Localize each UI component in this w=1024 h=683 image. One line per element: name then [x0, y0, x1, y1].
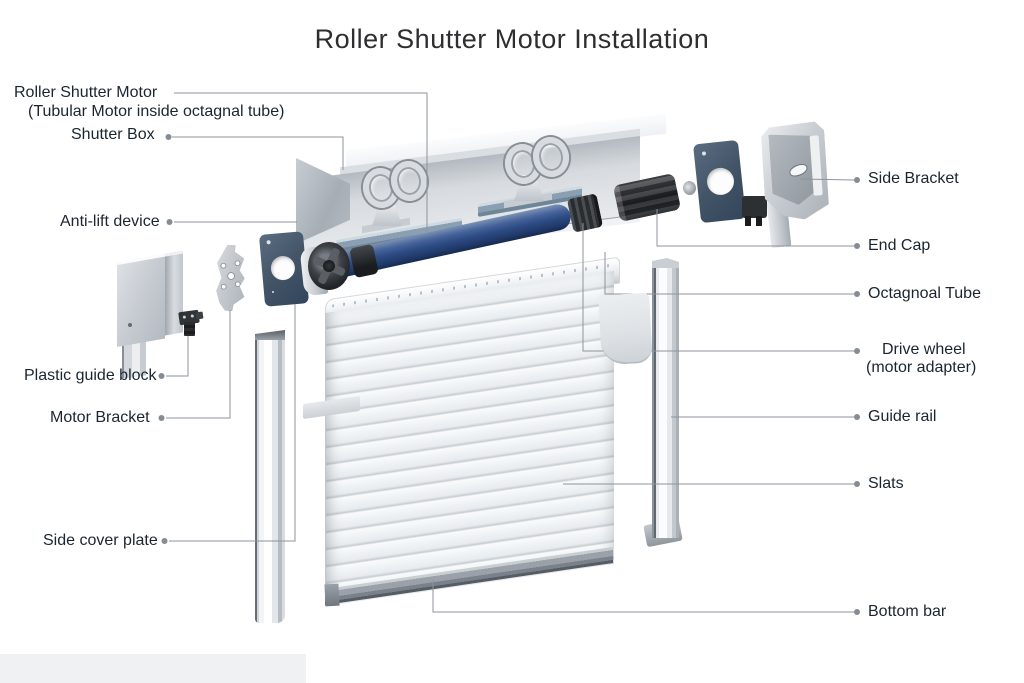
label-drive-wheel-sub: (motor adapter) — [866, 359, 977, 376]
label-motor-bracket: Motor Bracket — [50, 409, 150, 426]
label-slats: Slats — [868, 475, 904, 492]
label-bottom-bar: Bottom bar — [868, 603, 947, 620]
label-side-cover-plate: Side cover plate — [43, 532, 158, 549]
guide-rail-left — [255, 336, 285, 623]
screw-dot — [128, 323, 132, 327]
right-flap — [598, 292, 653, 366]
guide-rail-right — [652, 266, 679, 538]
leader-drive-wheel — [582, 223, 860, 354]
label-roller-shutter-motor: Roller Shutter Motor — [14, 84, 158, 101]
leader-motor-bracket — [158, 310, 231, 421]
leader-guide-rail — [671, 414, 860, 420]
label-plastic-guide-block: Plastic guide block — [24, 367, 157, 384]
page-title: Roller Shutter Motor Installation — [314, 24, 710, 54]
label-drive-wheel: Drive wheel — [882, 341, 966, 358]
leader-slats — [563, 481, 860, 487]
label-side-bracket: Side Bracket — [868, 170, 959, 187]
leader-end-cap — [656, 209, 860, 249]
label-shutter-box: Shutter Box — [71, 126, 155, 143]
plastic-guide-block-stem — [184, 322, 195, 336]
motor-head-hub — [323, 260, 335, 272]
label-octagnoal-tube: Octagnoal Tube — [868, 285, 981, 302]
leader-anti-lift-device — [166, 219, 297, 225]
leader-shutter-box — [165, 134, 344, 170]
leader-octagnoal-tube — [604, 252, 860, 297]
leader-side-bracket — [799, 177, 860, 183]
label-end-cap: End Cap — [868, 237, 931, 254]
label-guide-rail: Guide rail — [868, 408, 937, 425]
leader-roller-shutter-motor — [174, 92, 428, 234]
connector-block — [742, 196, 767, 226]
label-anti-lift-device: Anti-lift device — [60, 213, 160, 230]
background-band — [0, 654, 306, 683]
label-roller-shutter-motor-sub: (Tubular Motor inside octagnal tube) — [28, 103, 285, 120]
leader-bottom-bar — [432, 580, 860, 615]
leader-plastic-guide-block — [158, 336, 189, 379]
leader-side-cover-plate — [161, 304, 296, 544]
